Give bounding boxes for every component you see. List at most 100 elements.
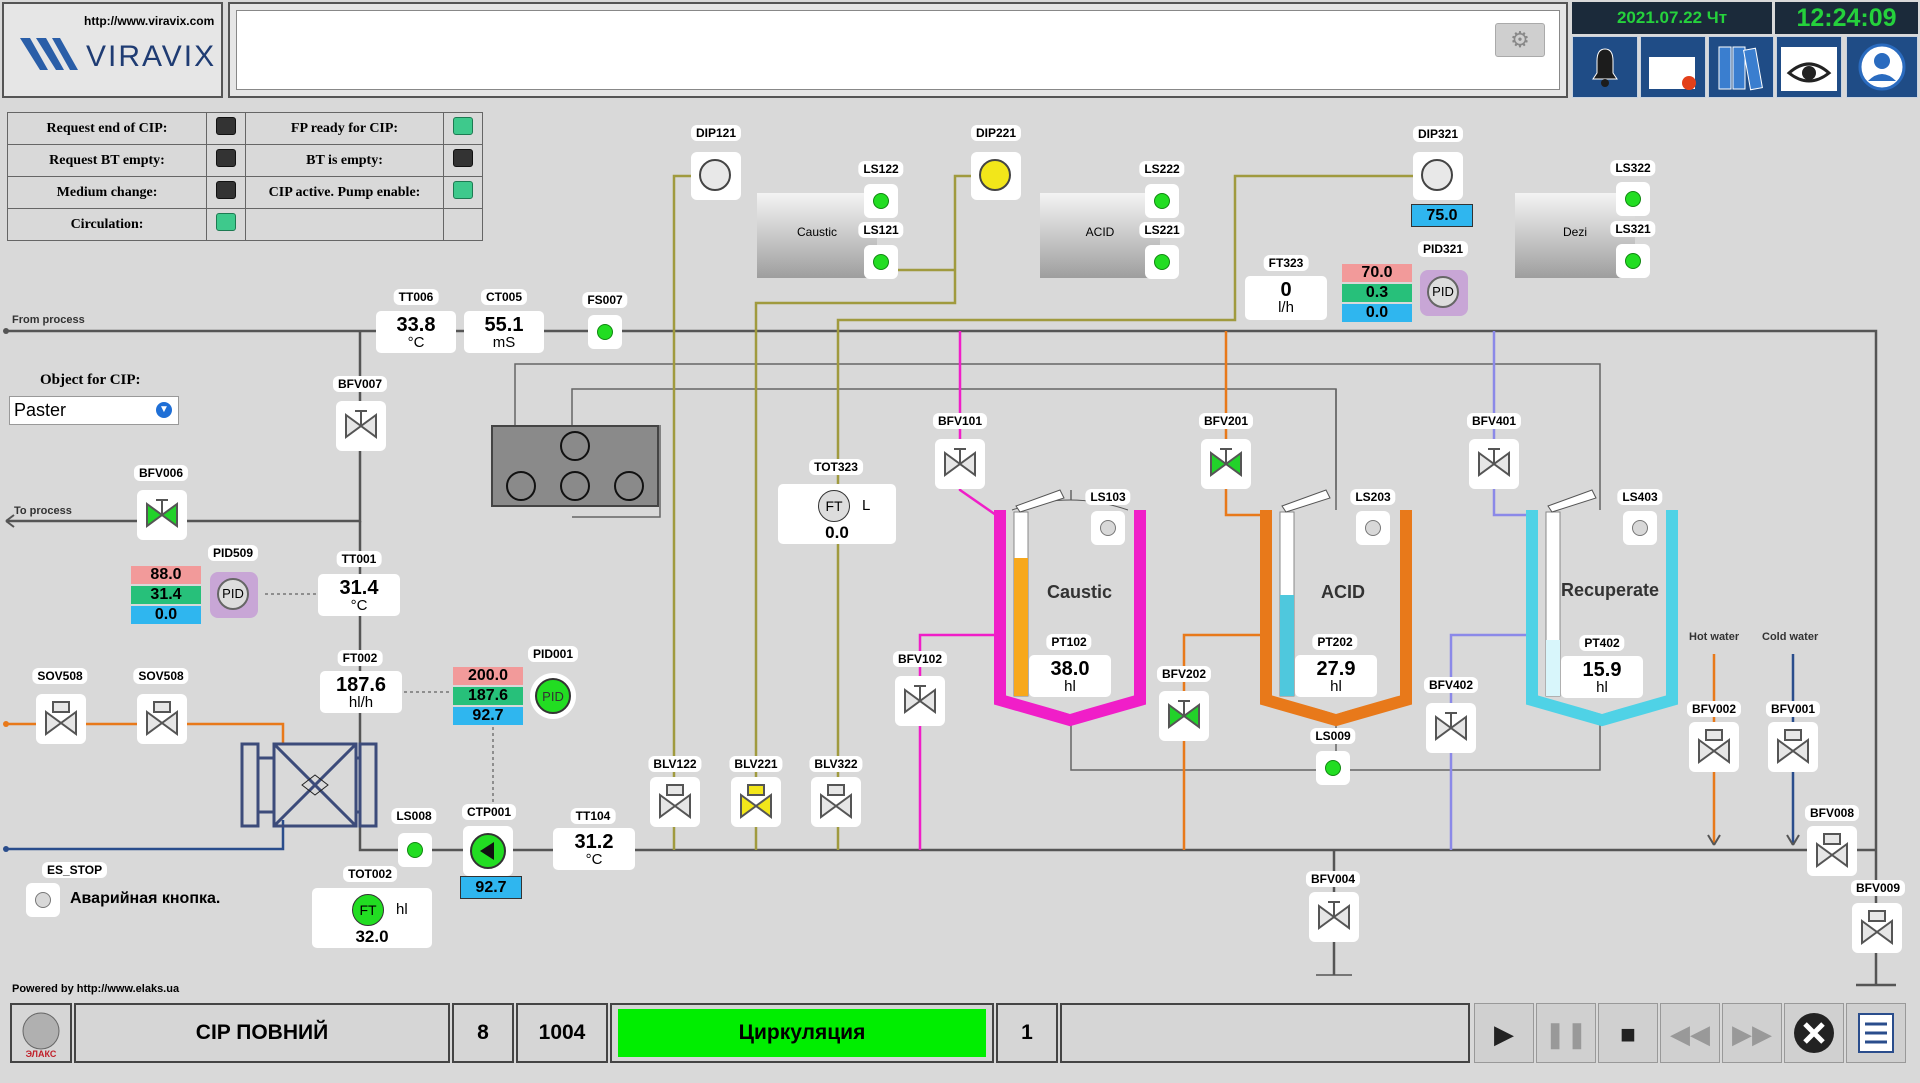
bfv002-tag: BFV002 (1686, 701, 1742, 717)
ls009-switch[interactable] (1316, 751, 1350, 785)
pid509-output: 0.0 (131, 606, 201, 624)
bfv002-valve[interactable] (1689, 722, 1739, 772)
pump-icon (1421, 159, 1453, 191)
butterfly-valve-icon (820, 784, 852, 819)
bfv101-valve[interactable] (935, 439, 985, 489)
status-dot (597, 324, 613, 340)
alarm-button[interactable] (1572, 36, 1638, 98)
bfv001-valve[interactable] (1768, 722, 1818, 772)
ls008-tag: LS008 (391, 808, 437, 824)
rewind-button[interactable]: ◀◀ (1660, 1003, 1720, 1063)
ls008-switch[interactable] (398, 833, 432, 867)
pt402-value-box[interactable]: 15.9 hl (1561, 656, 1643, 698)
pump-icon (470, 833, 506, 869)
ls103-tag: LS103 (1085, 489, 1131, 505)
ls103-switch[interactable] (1091, 511, 1125, 545)
tt104-value-box[interactable]: 31.2 °C (553, 828, 635, 870)
viravix-logo-icon (20, 38, 78, 70)
tank-caustic-label: Caustic (1047, 582, 1113, 602)
pause-button[interactable]: ❚❚ (1536, 1003, 1596, 1063)
status-dot (1365, 520, 1381, 536)
checklist-button[interactable] (1846, 1003, 1906, 1063)
program-name: CIP ПОВНИЙ (74, 1003, 450, 1063)
ft002-value-box[interactable]: 187.6 hl/h (320, 671, 402, 713)
status-led (216, 117, 236, 135)
pt102-value-box[interactable]: 38.0 hl (1029, 655, 1111, 697)
rewind-icon: ◀◀ (1670, 1019, 1710, 1049)
pt102-value: 38.0 (1050, 658, 1090, 680)
sov508-valve-a[interactable] (36, 694, 86, 744)
tot002-tag: TOT002 (343, 866, 397, 882)
window-alert-icon (1649, 49, 1696, 90)
hot-water-label: Hot water (1689, 631, 1740, 643)
tot002-counter[interactable]: FT hl 32.0 (312, 888, 432, 948)
ls403-switch[interactable] (1623, 511, 1657, 545)
ct005-value-box[interactable]: 55.1 mS (464, 311, 544, 353)
pid321-setpoint: 70.0 (1342, 264, 1412, 282)
pid001-setpoint: 200.0 (453, 667, 523, 685)
pid321-button[interactable]: PID (1420, 270, 1468, 316)
ctp001-pump[interactable] (463, 826, 513, 876)
cancel-button[interactable] (1784, 1003, 1844, 1063)
stop-button[interactable]: ■ (1598, 1003, 1658, 1063)
ls322-switch[interactable] (1616, 182, 1650, 216)
ls221-switch[interactable] (1145, 245, 1179, 279)
ct005-value: 55.1 (484, 314, 524, 336)
ls203-switch[interactable] (1356, 511, 1390, 545)
dip221-pump[interactable] (971, 152, 1021, 200)
butterfly-valve-icon (146, 701, 178, 736)
bfv007-valve[interactable] (336, 401, 386, 451)
ls222-switch[interactable] (1145, 184, 1179, 218)
powered-by-label: Powered by http://www.elaks.ua (12, 983, 180, 995)
blv122-valve[interactable] (650, 777, 700, 827)
forward-button[interactable]: ▶▶ (1722, 1003, 1782, 1063)
archive-button[interactable] (1708, 36, 1774, 98)
object-for-cip-select[interactable]: Paster ▼ (9, 396, 179, 425)
bfv102-tag: BFV102 (892, 651, 948, 667)
dip121-pump[interactable] (691, 152, 741, 200)
view-button[interactable] (1776, 36, 1842, 98)
bfv102-valve[interactable] (895, 676, 945, 726)
dip321-pump[interactable] (1413, 152, 1463, 200)
pid321-output: 0.0 (1342, 304, 1412, 322)
pid509-button[interactable]: PID (210, 572, 258, 618)
gear-icon: ⚙ (1510, 27, 1530, 52)
chevron-down-icon[interactable]: ▼ (156, 402, 172, 418)
bfv009-valve[interactable] (1852, 903, 1902, 953)
settings-button[interactable]: ⚙ (1495, 23, 1545, 57)
bfv401-valve[interactable] (1469, 439, 1519, 489)
tot323-counter[interactable]: FT L 0.0 (778, 484, 896, 544)
alarm-window-button[interactable] (1640, 36, 1706, 98)
ft323-value-box[interactable]: 0 l/h (1245, 276, 1327, 320)
bfv004-tag: BFV004 (1305, 871, 1361, 887)
ls403-tag: LS403 (1617, 489, 1663, 505)
ls122-tag: LS122 (858, 161, 904, 177)
bottom-bar: ЭЛАКС CIP ПОВНИЙ 8 1004 Циркуляция 1 ▶ ❚… (10, 1003, 1906, 1063)
ft002-unit: hl/h (348, 694, 374, 711)
bfv004-valve[interactable] (1309, 892, 1359, 942)
user-button[interactable] (1846, 36, 1918, 98)
logo-text: VIRAVIX (86, 40, 217, 73)
emergency-stop-label: Аварийная кнопка. (70, 890, 221, 907)
status-led (453, 117, 473, 135)
books-icon (1718, 46, 1763, 91)
tt001-value-box[interactable]: 31.4 °C (318, 574, 400, 616)
blv322-valve[interactable] (811, 777, 861, 827)
tt006-value-box[interactable]: 33.8 °C (376, 311, 456, 353)
status-led (453, 149, 473, 167)
bfv202-valve[interactable] (1159, 691, 1209, 741)
play-button[interactable]: ▶ (1474, 1003, 1534, 1063)
bfv008-valve[interactable] (1807, 826, 1857, 876)
pt202-value-box[interactable]: 27.9 hl (1295, 655, 1377, 697)
blv221-valve[interactable] (731, 777, 781, 827)
sov508-valve-b[interactable] (137, 694, 187, 744)
bfv201-valve[interactable] (1201, 439, 1251, 489)
emergency-stop-button[interactable] (26, 883, 60, 917)
ls122-switch[interactable] (864, 184, 898, 218)
ls121-switch[interactable] (864, 245, 898, 279)
bfv402-valve[interactable] (1426, 703, 1476, 753)
ls321-switch[interactable] (1616, 244, 1650, 278)
bfv006-valve[interactable] (137, 490, 187, 540)
fs007-switch[interactable] (588, 315, 622, 349)
pid001-button[interactable]: PID (530, 673, 576, 719)
